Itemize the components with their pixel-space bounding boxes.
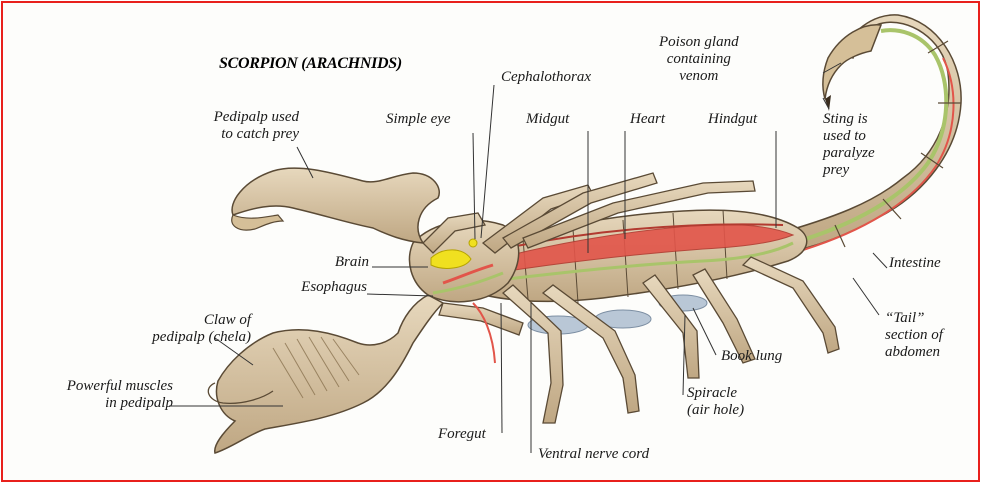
label-poison-gland: Poison gland containing venom — [659, 34, 739, 85]
label-midgut: Midgut — [526, 111, 569, 128]
label-cephalothorax: Cephalothorax — [501, 69, 591, 86]
label-foregut: Foregut — [438, 426, 486, 443]
label-pedipalp-prey: Pedipalp used to catch prey — [181, 109, 299, 143]
label-claw: Claw of pedipalp (chela) — [123, 312, 251, 346]
label-tail: “Tail” section of abdomen — [885, 310, 943, 361]
label-brain: Brain — [303, 254, 369, 271]
label-esophagus: Esophagus — [265, 279, 367, 296]
diagram-title: SCORPION (ARACHNIDS) — [219, 55, 402, 73]
label-heart: Heart — [630, 111, 665, 128]
label-muscles: Powerful muscles in pedipalp — [17, 378, 173, 412]
label-spiracle: Spiracle (air hole) — [687, 385, 744, 419]
label-intestine: Intestine — [889, 255, 941, 272]
label-sting: Sting is used to paralyze prey — [823, 111, 875, 179]
label-simple-eye: Simple eye — [386, 111, 451, 128]
label-ventral-nerve-cord: Ventral nerve cord — [538, 446, 649, 463]
label-book-lung: Book lung — [721, 348, 782, 365]
label-hindgut: Hindgut — [708, 111, 757, 128]
